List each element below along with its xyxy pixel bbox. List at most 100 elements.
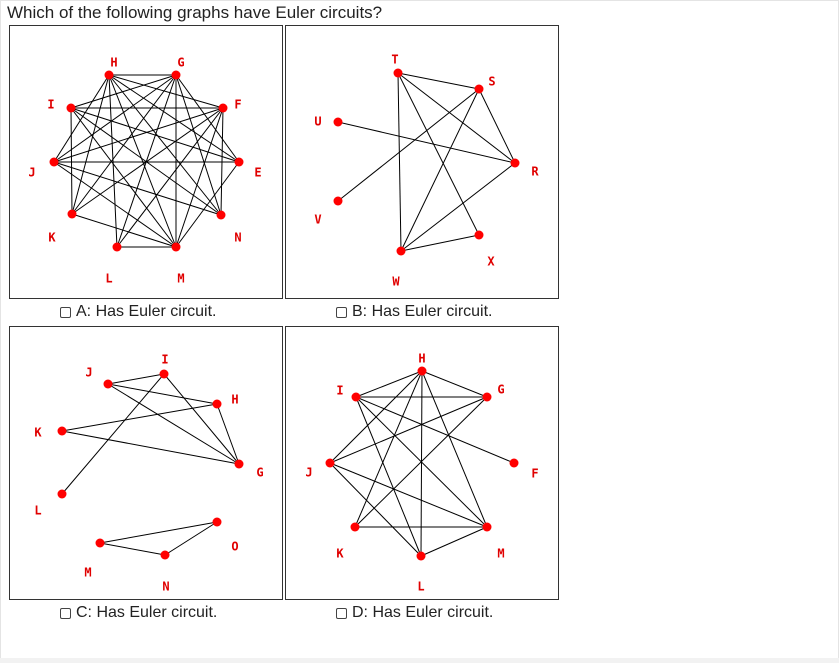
- graph-a-edge-M-E: [175, 161, 240, 248]
- graph-c-vertex-label-M: M: [84, 566, 91, 580]
- graph-a-edge-H-M: [108, 74, 177, 248]
- graph-d-vertex-M: [482, 522, 492, 532]
- graph-b-vertex-label-R: R: [531, 165, 539, 179]
- graph-d-vertex-label-J: J: [305, 466, 312, 480]
- graph-c-edge-M-O: [99, 521, 218, 544]
- graph-a-edge-I-K: [70, 107, 73, 215]
- graph-a-vertex-label-H: H: [110, 56, 117, 70]
- option-b[interactable]: B: Has Euler circuit.: [336, 303, 492, 321]
- graph-a-edge-H-L: [108, 74, 118, 248]
- graph-a-vertex-H: [104, 70, 114, 80]
- graph-c-edge-J-I: [107, 373, 165, 385]
- graph-a-vertex-label-F: F: [234, 98, 241, 112]
- graph-b-vertex-label-S: S: [488, 75, 495, 89]
- graph-c-vertex-O: [212, 517, 222, 527]
- graph-a-edge-G-K: [71, 74, 177, 215]
- graph-c-vertex-N: [160, 550, 170, 560]
- graph-a-vertex-label-L: L: [105, 272, 112, 286]
- graph-c-edge-K-G: [61, 430, 240, 465]
- graph-b-vertex-U: [333, 117, 343, 127]
- graph-b-vertex-label-W: W: [392, 275, 400, 289]
- graph-d-vertex-label-I: I: [336, 384, 343, 398]
- graph-d-vertex-G: [482, 392, 492, 402]
- graph-a-vertex-label-M: M: [177, 272, 184, 286]
- graph-c-vertex-label-H: H: [231, 393, 238, 407]
- graph-a-edge-G-L: [116, 74, 177, 248]
- graph-c-vertex-label-J: J: [85, 366, 92, 380]
- option-c-label: C: Has Euler circuit.: [76, 604, 218, 621]
- graph-b-edge-R-W: [400, 162, 516, 252]
- option-d-checkbox[interactable]: [336, 607, 347, 619]
- option-a[interactable]: A: Has Euler circuit.: [60, 303, 216, 321]
- graph-d-vertex-label-F: F: [531, 467, 538, 481]
- graph-d-edge-I-L: [355, 396, 422, 557]
- graph-a-vertex-label-I: I: [47, 98, 54, 112]
- graph-c-vertex-label-O: O: [231, 540, 238, 554]
- graph-a-vertex-F: [218, 103, 228, 113]
- graph-c-edge-I-G: [163, 373, 240, 465]
- graph-a-edge-F-L: [116, 107, 224, 248]
- graph-d-edge-H-I: [355, 370, 423, 398]
- graph-c-vertex-label-L: L: [34, 504, 41, 518]
- graph-c-edge-N-O: [164, 521, 218, 556]
- graph-d-edge-J-L: [329, 462, 422, 557]
- graph-c-edge-J-G: [107, 383, 240, 465]
- graph-d-edge-L-M: [420, 526, 488, 557]
- graph-a-vertex-E: [234, 157, 244, 167]
- graph-a-vertex-J: [49, 157, 59, 167]
- graph-b-edge-W-X: [400, 234, 480, 252]
- option-a-checkbox[interactable]: [60, 306, 71, 318]
- graph-b-vertex-label-U: U: [314, 115, 321, 129]
- graph-a-vertex-K: [67, 209, 77, 219]
- question-text: Which of the following graphs have Euler…: [7, 3, 383, 22]
- graph-a-vertex-I: [66, 103, 76, 113]
- graph-b-vertex-X: [474, 230, 484, 240]
- graph-d-edge-J-M: [329, 462, 488, 528]
- graph-d-edge-J-G: [329, 396, 488, 464]
- graph-c-vertex-I: [159, 369, 169, 379]
- option-d[interactable]: D: Has Euler circuit.: [336, 604, 493, 622]
- bottom-strip: [0, 658, 839, 663]
- graph-d-edge-H-G: [421, 370, 488, 398]
- graph-c-vertex-H: [212, 399, 222, 409]
- graph-c-vertex-label-I: I: [161, 353, 168, 367]
- graph-b-vertex-label-X: X: [487, 255, 495, 269]
- graph-b-edge-S-W: [400, 88, 480, 252]
- graph-a-vertex-G: [171, 70, 181, 80]
- graph-d-vertex-label-K: K: [336, 547, 344, 561]
- graph-a-edge-G-N: [175, 74, 222, 216]
- graph-d-edge-H-L: [420, 370, 423, 557]
- graph-d-vertex-label-L: L: [417, 580, 424, 594]
- graph-a-vertex-label-E: E: [254, 166, 261, 180]
- graph-b-edge-T-X: [397, 72, 480, 236]
- graph-a-vertex-L: [112, 242, 122, 252]
- graph-c-edge-K-H: [61, 403, 218, 432]
- option-c[interactable]: C: Has Euler circuit.: [60, 604, 217, 622]
- option-b-checkbox[interactable]: [336, 306, 347, 318]
- graph-a-vertex-label-K: K: [48, 231, 56, 245]
- graph-d-vertex-F: [509, 458, 519, 468]
- graph-b-vertex-S: [474, 84, 484, 94]
- graph-d-vertex-label-H: H: [418, 352, 425, 366]
- option-c-checkbox[interactable]: [60, 607, 71, 619]
- graph-a-edge-G-J: [53, 74, 177, 163]
- graph-a-edge-M-K: [71, 213, 177, 248]
- graph-b-vertex-T: [393, 68, 403, 78]
- graph-c-edge-M-N: [99, 542, 166, 556]
- graph-b-edge-S-R: [478, 88, 516, 164]
- graph-b-edge-T-S: [397, 72, 480, 90]
- graph-a-edge-H-K: [71, 74, 110, 215]
- graph-d-vertex-H: [417, 366, 427, 376]
- graph-b-vertex-W: [396, 246, 406, 256]
- graph-b-edge-U-R: [337, 121, 516, 164]
- graph-a-edge-H-J: [53, 74, 110, 163]
- graph-a-vertex-label-N: N: [234, 231, 241, 245]
- graph-c-edge-I-L: [61, 373, 165, 495]
- graph-a-vertex-M: [171, 242, 181, 252]
- option-d-label: D: Has Euler circuit.: [352, 604, 494, 621]
